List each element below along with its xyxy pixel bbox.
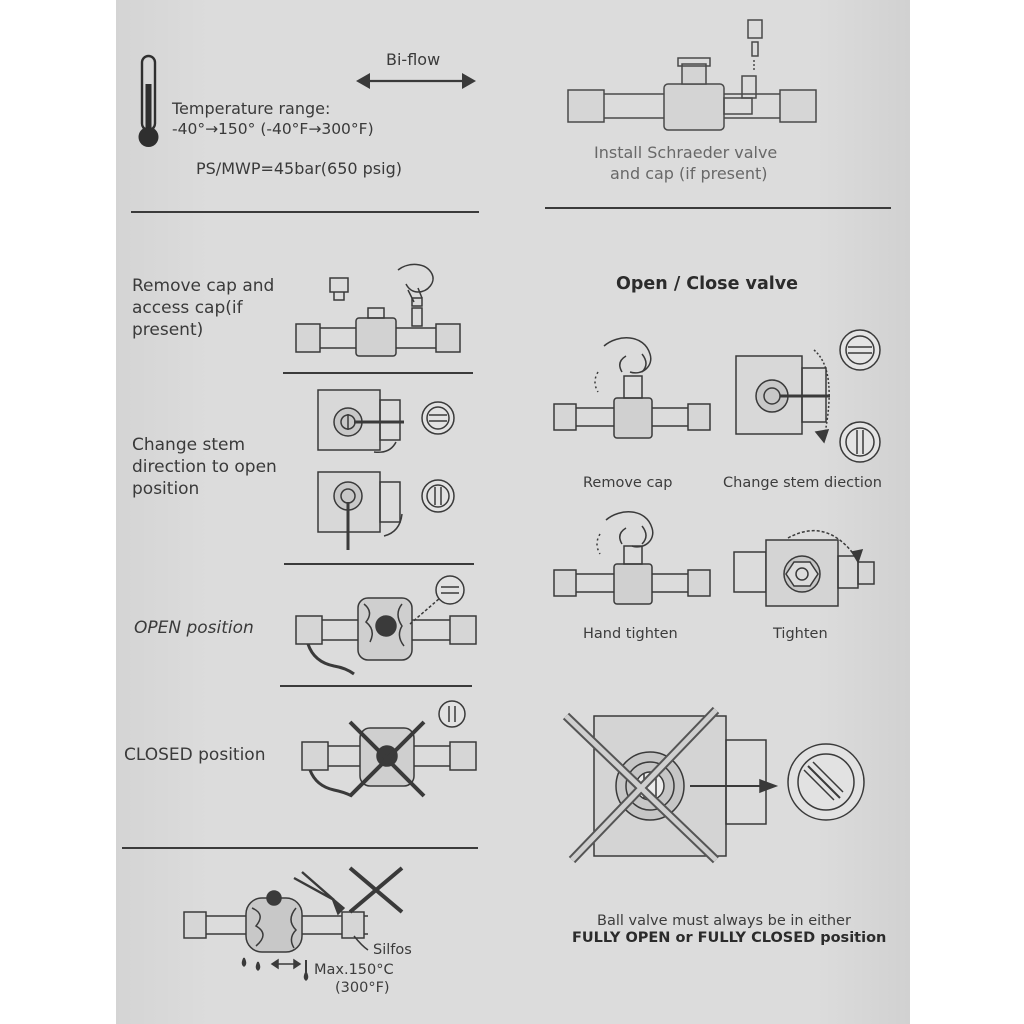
thermometer-icon [138,54,159,147]
schraeder-valve-illustration [566,14,818,134]
ball-valve-detail-illustration [560,702,870,868]
schraeder-caption-line-2: and cap (if present) [610,164,768,183]
ball-valve-note-line-2: FULLY OPEN or FULLY CLOSED position [572,930,887,946]
open-position-illustration [294,574,478,678]
divider-left-4 [122,847,478,849]
max-temperature-fahrenheit: (300°F) [335,980,390,996]
hand-tighten-caption: Hand tighten [583,626,678,642]
schraeder-caption-line-1: Install Schraeder valve [594,143,778,162]
remove-cap-label-line-3: present) [132,320,204,340]
open-close-heading: Open / Close valve [616,274,799,294]
remove-cap-caption: Remove cap [583,475,673,491]
remove-cap-right-illustration [552,332,712,442]
temperature-range-value: -40°→150° (-40°F→300°F) [172,120,374,138]
divider-left-2 [284,563,474,565]
divider-top-right [545,207,891,209]
change-stem-caption: Change stem diection [723,475,882,491]
divider-left-1 [283,372,473,374]
change-stem-label-line-1: Change stem [132,435,246,455]
change-stem-right-illustration [728,320,888,470]
change-stem-illustration [314,386,464,556]
bi-flow-arrow-icon [356,73,476,89]
remove-cap-label-line-2: access cap(if [132,298,243,318]
open-position-label: OPEN position [134,618,254,638]
closed-position-illustration [300,700,478,800]
ball-valve-note-line-1: Ball valve must always be in either [597,913,851,929]
divider-top-left [131,211,479,213]
remove-cap-illustration [294,262,462,358]
tighten-caption: Tighten [773,626,828,642]
closed-position-label: CLOSED position [124,745,266,765]
tighten-illustration [732,520,882,612]
manual-page [116,0,910,1024]
pressure-rating: PS/MWP=45bar(650 psig) [196,159,402,178]
change-stem-label-line-3: position [132,479,200,499]
divider-left-3 [280,685,472,687]
max-temperature-celsius: Max.150°C [314,962,394,978]
change-stem-label-line-2: direction to open [132,457,277,477]
remove-cap-label-line-1: Remove cap and [132,276,275,296]
brazing-illustration [182,860,408,990]
temperature-range-title: Temperature range: [172,99,331,118]
hand-tighten-illustration [552,500,712,612]
silfos-label: Silfos [373,942,412,958]
flow-direction-label: Bi-flow [386,50,441,69]
